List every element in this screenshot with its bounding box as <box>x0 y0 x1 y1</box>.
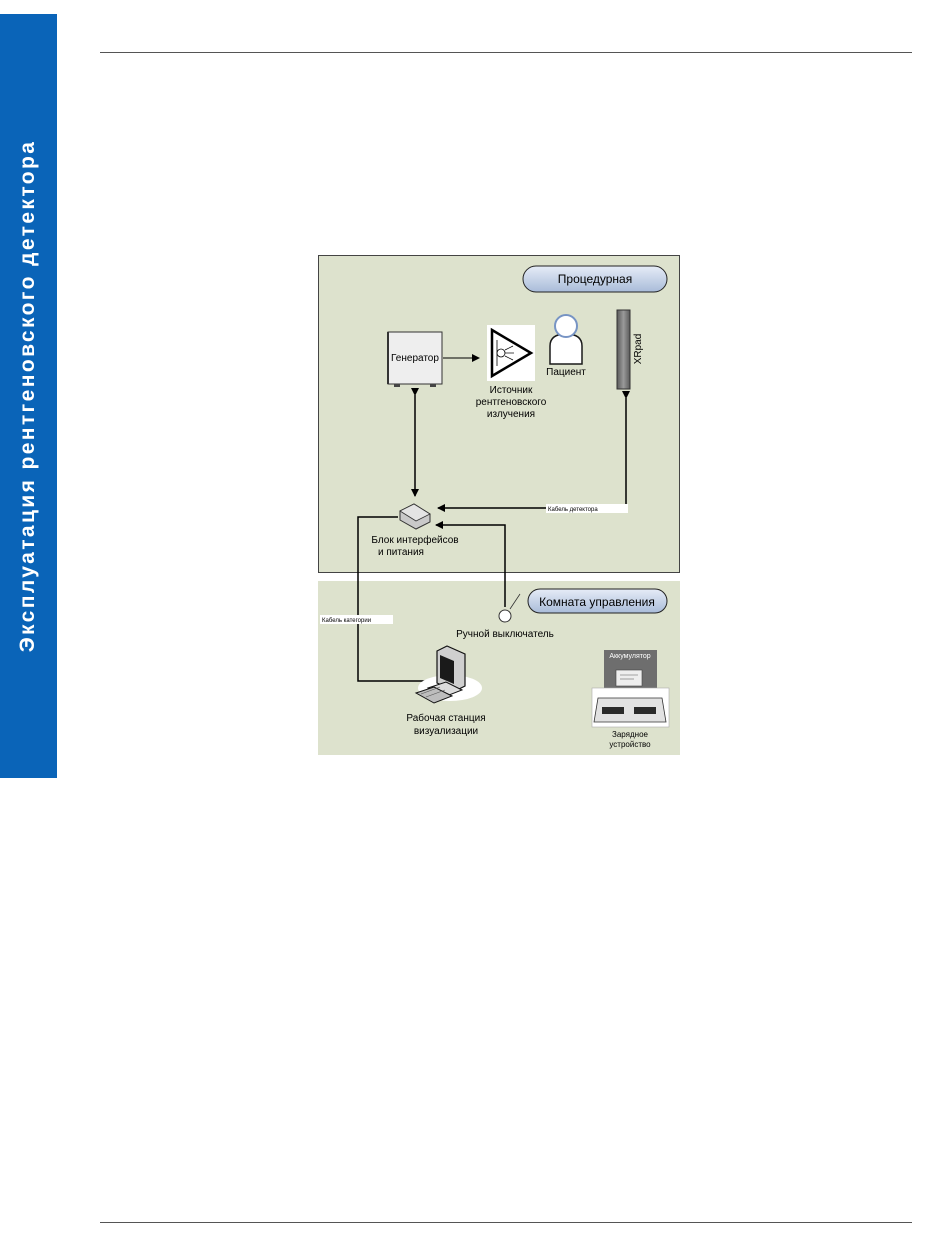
xray-source-label-line2: рентгеновского <box>476 397 547 408</box>
category-cable-label: Кабель категории <box>322 618 371 624</box>
charger-label-line1: Зарядное <box>612 730 649 739</box>
xrpad-detector-label: XRpad <box>633 334 644 365</box>
xrpad-detector-icon <box>617 310 630 389</box>
generator-label: Генератор <box>391 353 439 364</box>
workstation-label-line1: Рабочая станция <box>406 712 485 724</box>
detector-cable-label: Кабель детектора <box>548 507 598 513</box>
procedure-room-label: Процедурная <box>558 272 632 286</box>
battery-label: Аккумулятор <box>609 653 650 660</box>
xray-source-label-line1: Источник <box>490 385 533 396</box>
xray-source-label-line3: излучения <box>487 409 535 420</box>
charger-icon <box>592 688 669 727</box>
patient-icon <box>550 315 582 364</box>
charger-label-line2: устройство <box>609 740 651 749</box>
control-room-label: Комната управления <box>539 595 655 609</box>
patient-label: Пациент <box>546 367 586 378</box>
interface-box-label-line1: Блок интерфейсов <box>371 534 458 546</box>
xray-source-icon <box>487 325 535 381</box>
workstation-label-line2: визуализации <box>414 726 478 737</box>
hand-switch-label: Ручной выключатель <box>456 629 554 640</box>
interface-box-label-line2: и питания <box>378 547 424 558</box>
